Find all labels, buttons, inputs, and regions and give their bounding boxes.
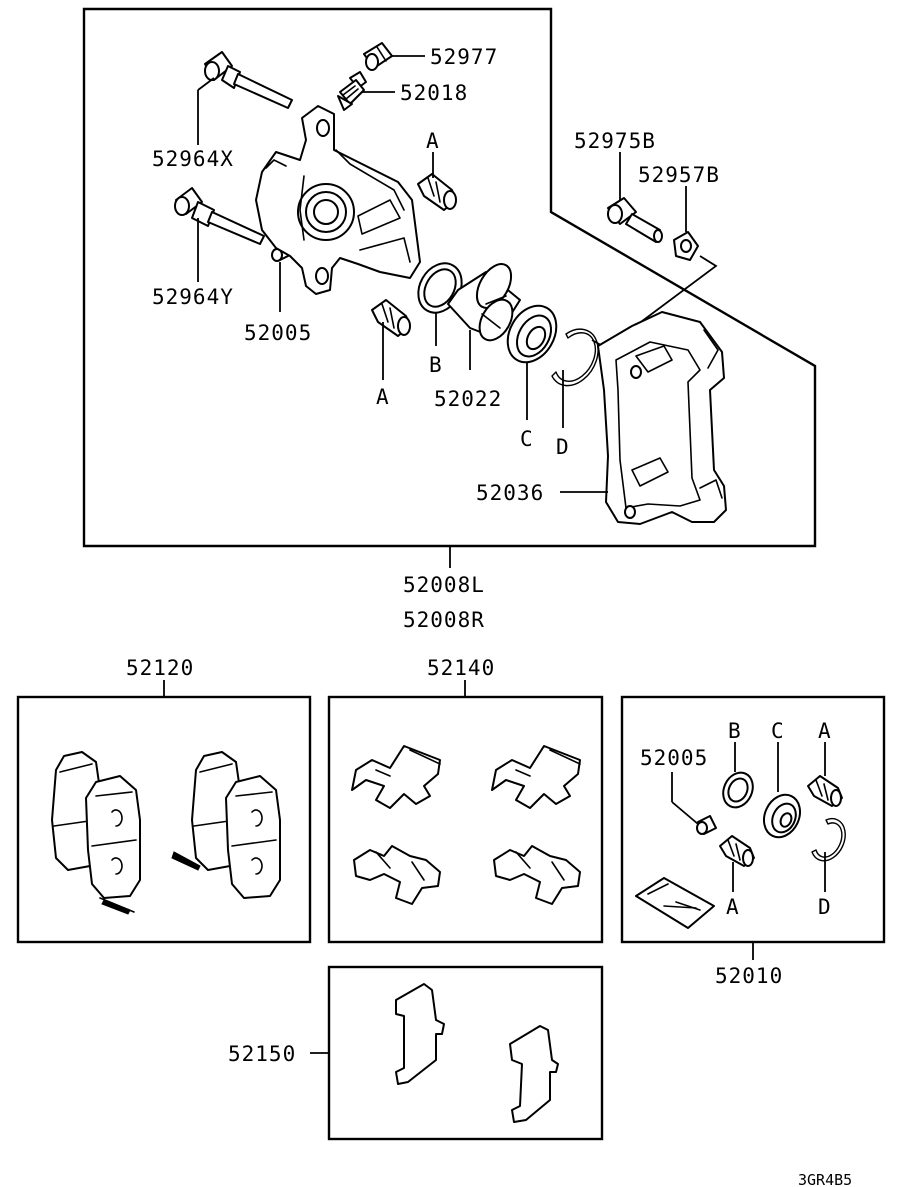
label-52008R[interactable]: 52008R (403, 608, 485, 632)
label-52018[interactable]: 52018 (400, 81, 468, 105)
washer-52957B[interactable] (673, 231, 699, 261)
bleeder-cap-52977[interactable] (363, 42, 393, 71)
guide-pin-52964X[interactable] (204, 51, 293, 109)
pad-clip-bottom-right[interactable] (493, 845, 581, 905)
label-52975B[interactable]: 52975B (574, 129, 656, 153)
label-52964Y[interactable]: 52964Y (152, 285, 234, 309)
kit-bushing-52005[interactable] (696, 815, 717, 835)
shim-right[interactable] (509, 1025, 559, 1123)
label-52120[interactable]: 52120 (126, 656, 194, 680)
label-A-top[interactable]: A (426, 129, 440, 153)
kit-ring-D[interactable] (811, 817, 846, 862)
label-52036[interactable]: 52036 (476, 481, 544, 505)
brake-pads-box (16, 695, 312, 944)
dust-boot-A-top[interactable] (417, 173, 457, 211)
label-B[interactable]: B (429, 353, 443, 377)
label-52008L[interactable]: 52008L (403, 573, 485, 597)
kit-dust-boot-A-top[interactable] (807, 775, 843, 807)
label-D[interactable]: D (556, 435, 570, 459)
label-52964X[interactable]: 52964X (152, 147, 234, 171)
kit-boot-C[interactable] (757, 789, 806, 843)
bleeder-screw-52018[interactable] (337, 71, 367, 111)
assembly-guide-line (591, 255, 718, 350)
piston-boot-C[interactable] (498, 297, 566, 371)
retaining-ring-D[interactable] (551, 328, 599, 387)
label-B-kit[interactable]: B (728, 719, 742, 743)
caliper-body[interactable] (255, 105, 421, 295)
label-52022[interactable]: 52022 (434, 387, 502, 411)
label-D-kit[interactable]: D (818, 895, 832, 919)
label-C-kit[interactable]: C (771, 719, 785, 743)
diagram-code: 3GR4B5 (798, 1171, 852, 1187)
pad-clip-top-left[interactable] (351, 745, 441, 809)
label-52005-top[interactable]: 52005 (244, 321, 312, 345)
caliper-assembly-outline (82, 7, 817, 548)
leader-52964X (197, 77, 215, 91)
label-52957B[interactable]: 52957B (638, 163, 720, 187)
piston-52022[interactable] (447, 258, 521, 346)
kit-dust-boot-A-bottom[interactable] (719, 835, 755, 867)
label-A-bottom[interactable]: A (376, 385, 390, 409)
label-A-kit-bottom[interactable]: A (726, 895, 740, 919)
brake-pad-set-right[interactable] (171, 751, 281, 899)
label-52010[interactable]: 52010 (715, 964, 783, 988)
pad-clip-top-right[interactable] (491, 745, 581, 809)
shim-left[interactable] (395, 983, 445, 1085)
kit-seal-B[interactable] (718, 768, 759, 812)
guide-pin-52964Y[interactable] (174, 187, 265, 245)
grease-packet[interactable] (635, 877, 715, 929)
shims-box (327, 965, 604, 1141)
label-52140[interactable]: 52140 (427, 656, 495, 680)
pad-clip-bottom-left[interactable] (353, 845, 441, 905)
pad-clips-box (327, 695, 604, 944)
label-C[interactable]: C (520, 427, 534, 451)
brake-pad-set-left[interactable] (51, 751, 141, 915)
dust-boot-A-bottom[interactable] (371, 299, 411, 337)
label-52977[interactable]: 52977 (430, 45, 498, 69)
caliper-bracket-52036[interactable] (597, 311, 727, 525)
label-52005-kit[interactable]: 52005 (640, 746, 708, 770)
label-A-kit-top[interactable]: A (818, 719, 832, 743)
mounting-bolt-52975B[interactable] (607, 197, 663, 243)
label-52150[interactable]: 52150 (228, 1042, 296, 1066)
